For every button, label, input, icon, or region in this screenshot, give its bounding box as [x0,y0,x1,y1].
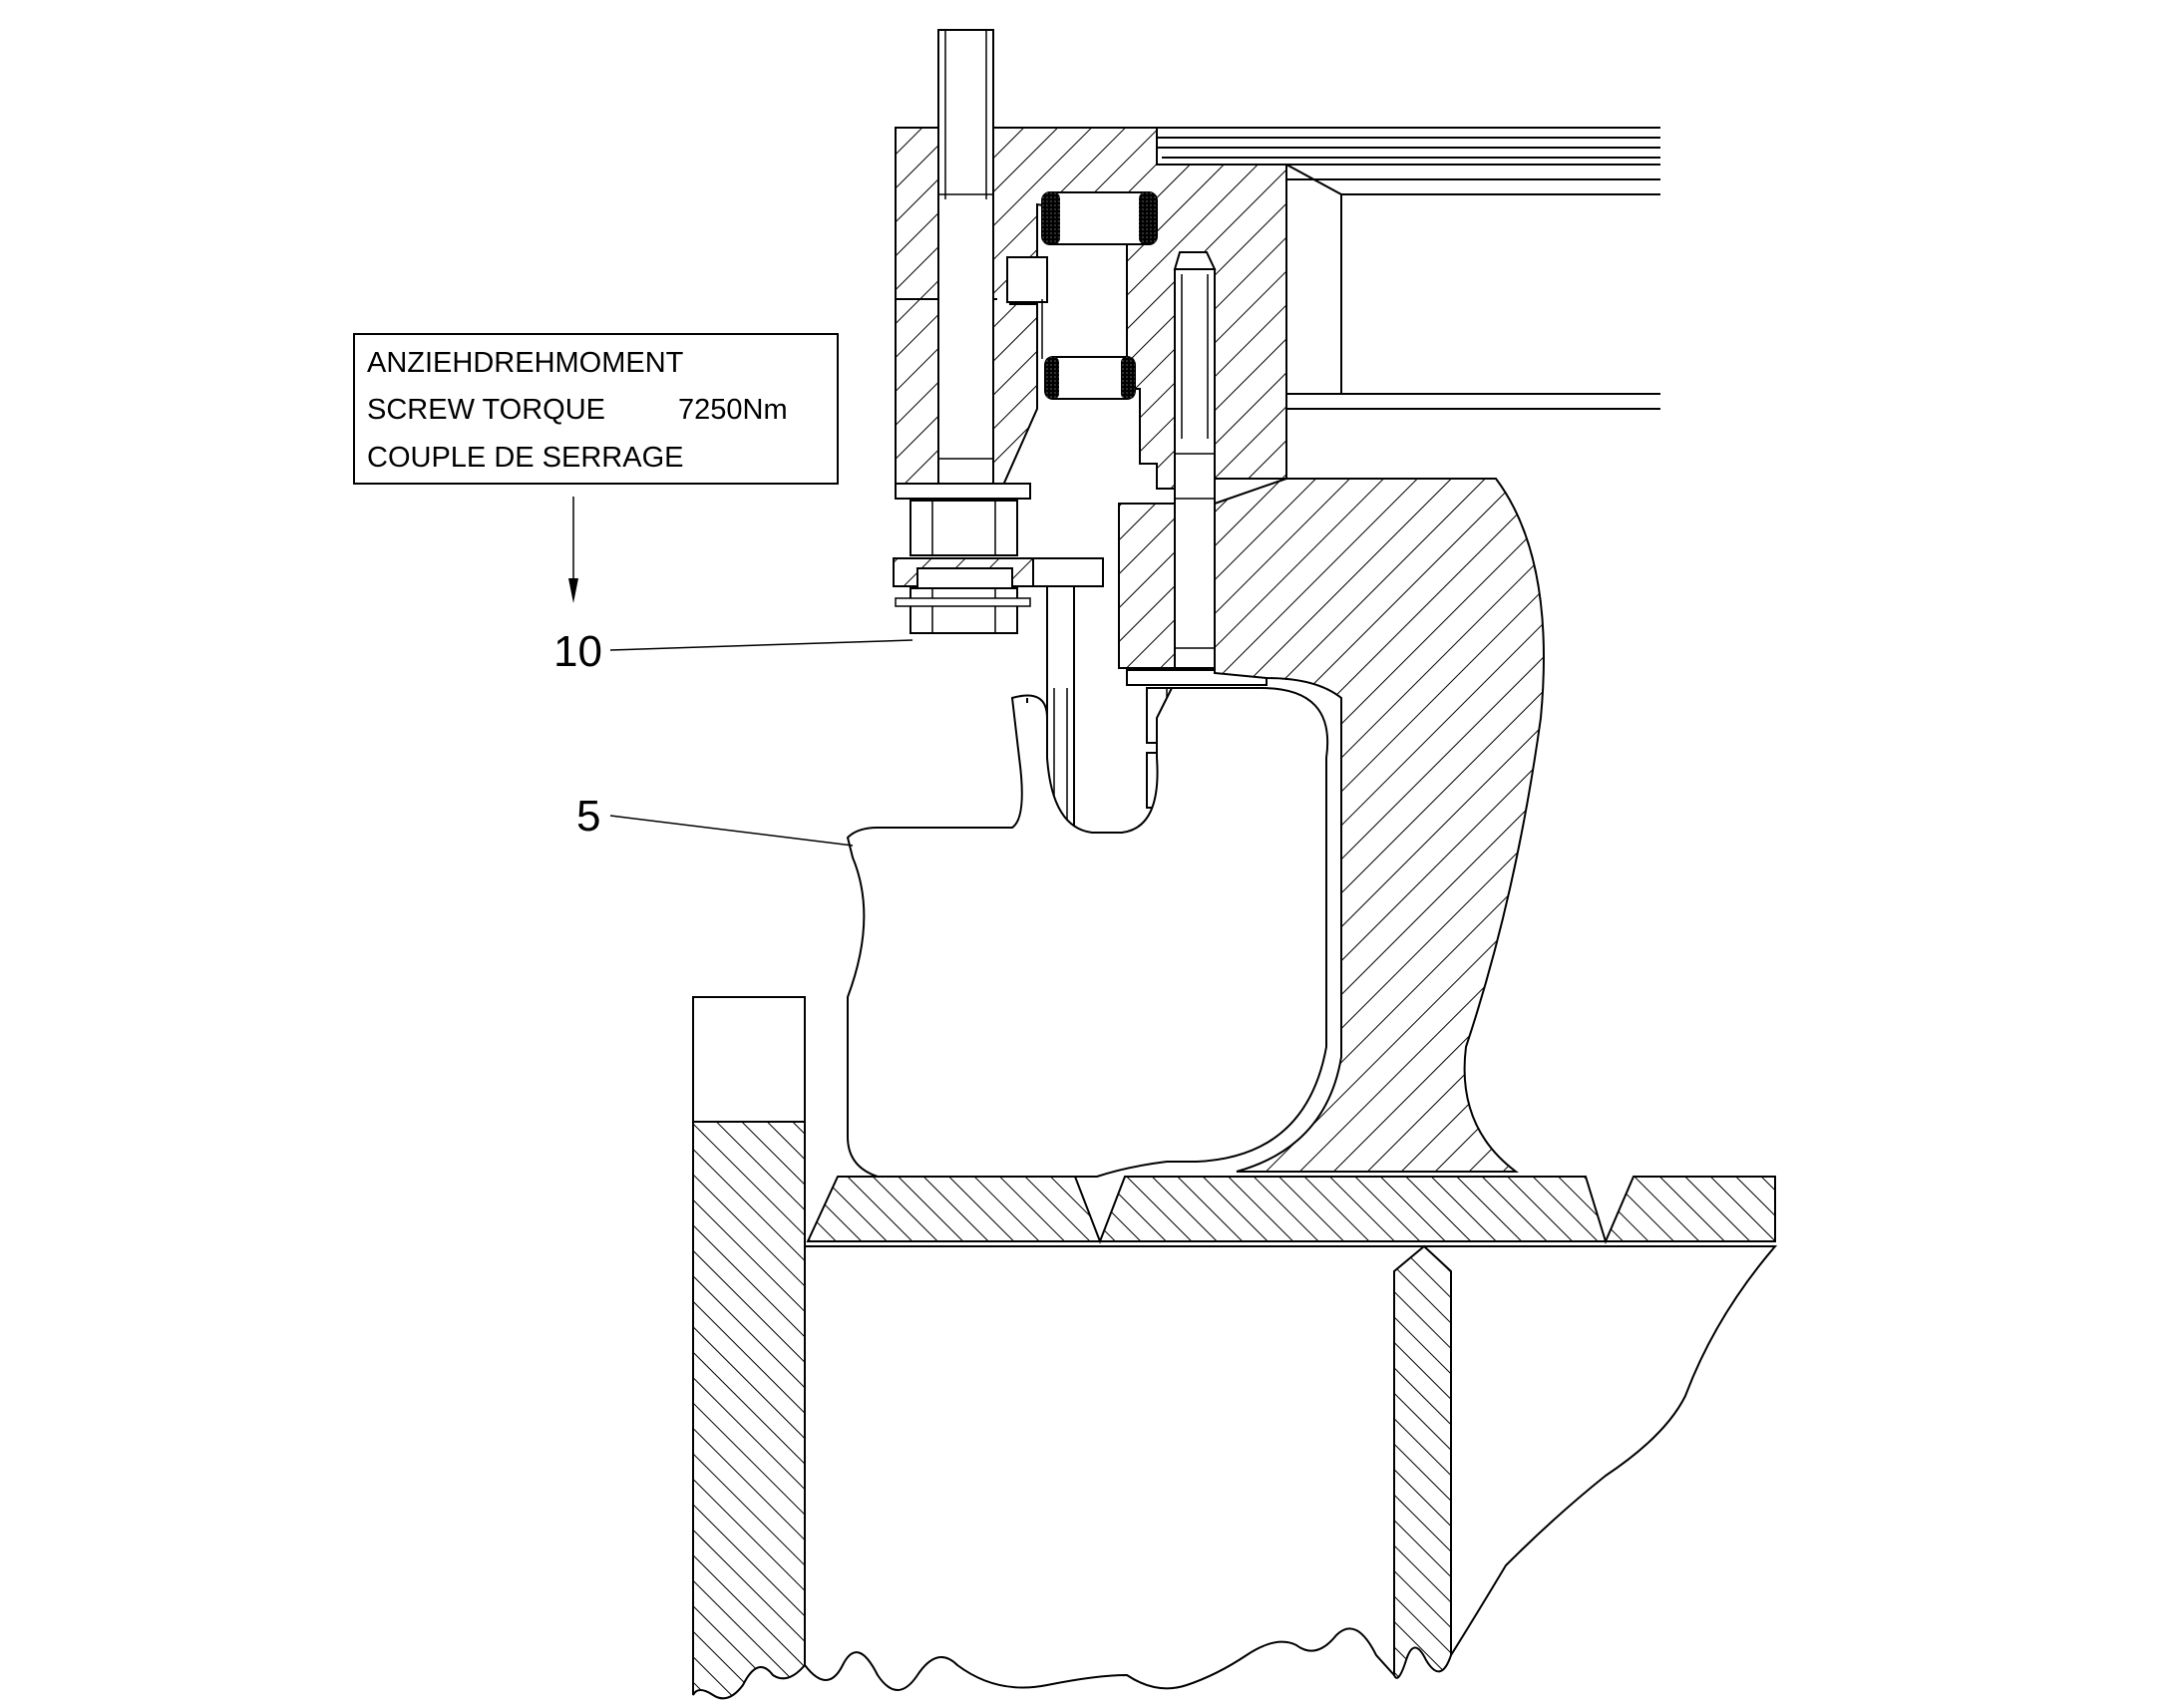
bracket-plate [1032,557,1104,587]
inner-rib [1393,1244,1452,1679]
torque-note-line-en: SCREW TORQUE [367,394,605,426]
callout-10-number: 10 [553,627,602,676]
roller-upper [1041,191,1158,245]
spacer-block [1006,256,1048,359]
torque-note-box: ANZIEHDREHMOMENT SCREW TORQUE 7250Nm COU… [353,333,839,485]
main-housing [1214,478,1545,1173]
callout-10: 10 [553,627,913,676]
torque-note-line-de: ANZIEHDREHMOMENT [367,347,684,379]
upper-frame [1152,127,1660,410]
callout-5-leader [609,815,854,847]
torque-arrow [568,497,578,603]
left-wall [692,996,806,1700]
base-plate [806,1176,1776,1247]
callout-5: 5 [576,792,854,847]
bolt-left [893,29,1034,634]
torque-value: 7250Nm [678,394,788,426]
callout-10-leader [609,639,913,651]
torque-note-line-fr: COUPLE DE SERRAGE [367,442,683,474]
part-5-housing [846,687,1329,1178]
callout-5-number: 5 [576,792,600,841]
lower-outline [804,1245,1778,1691]
roller-lower [1044,356,1136,400]
